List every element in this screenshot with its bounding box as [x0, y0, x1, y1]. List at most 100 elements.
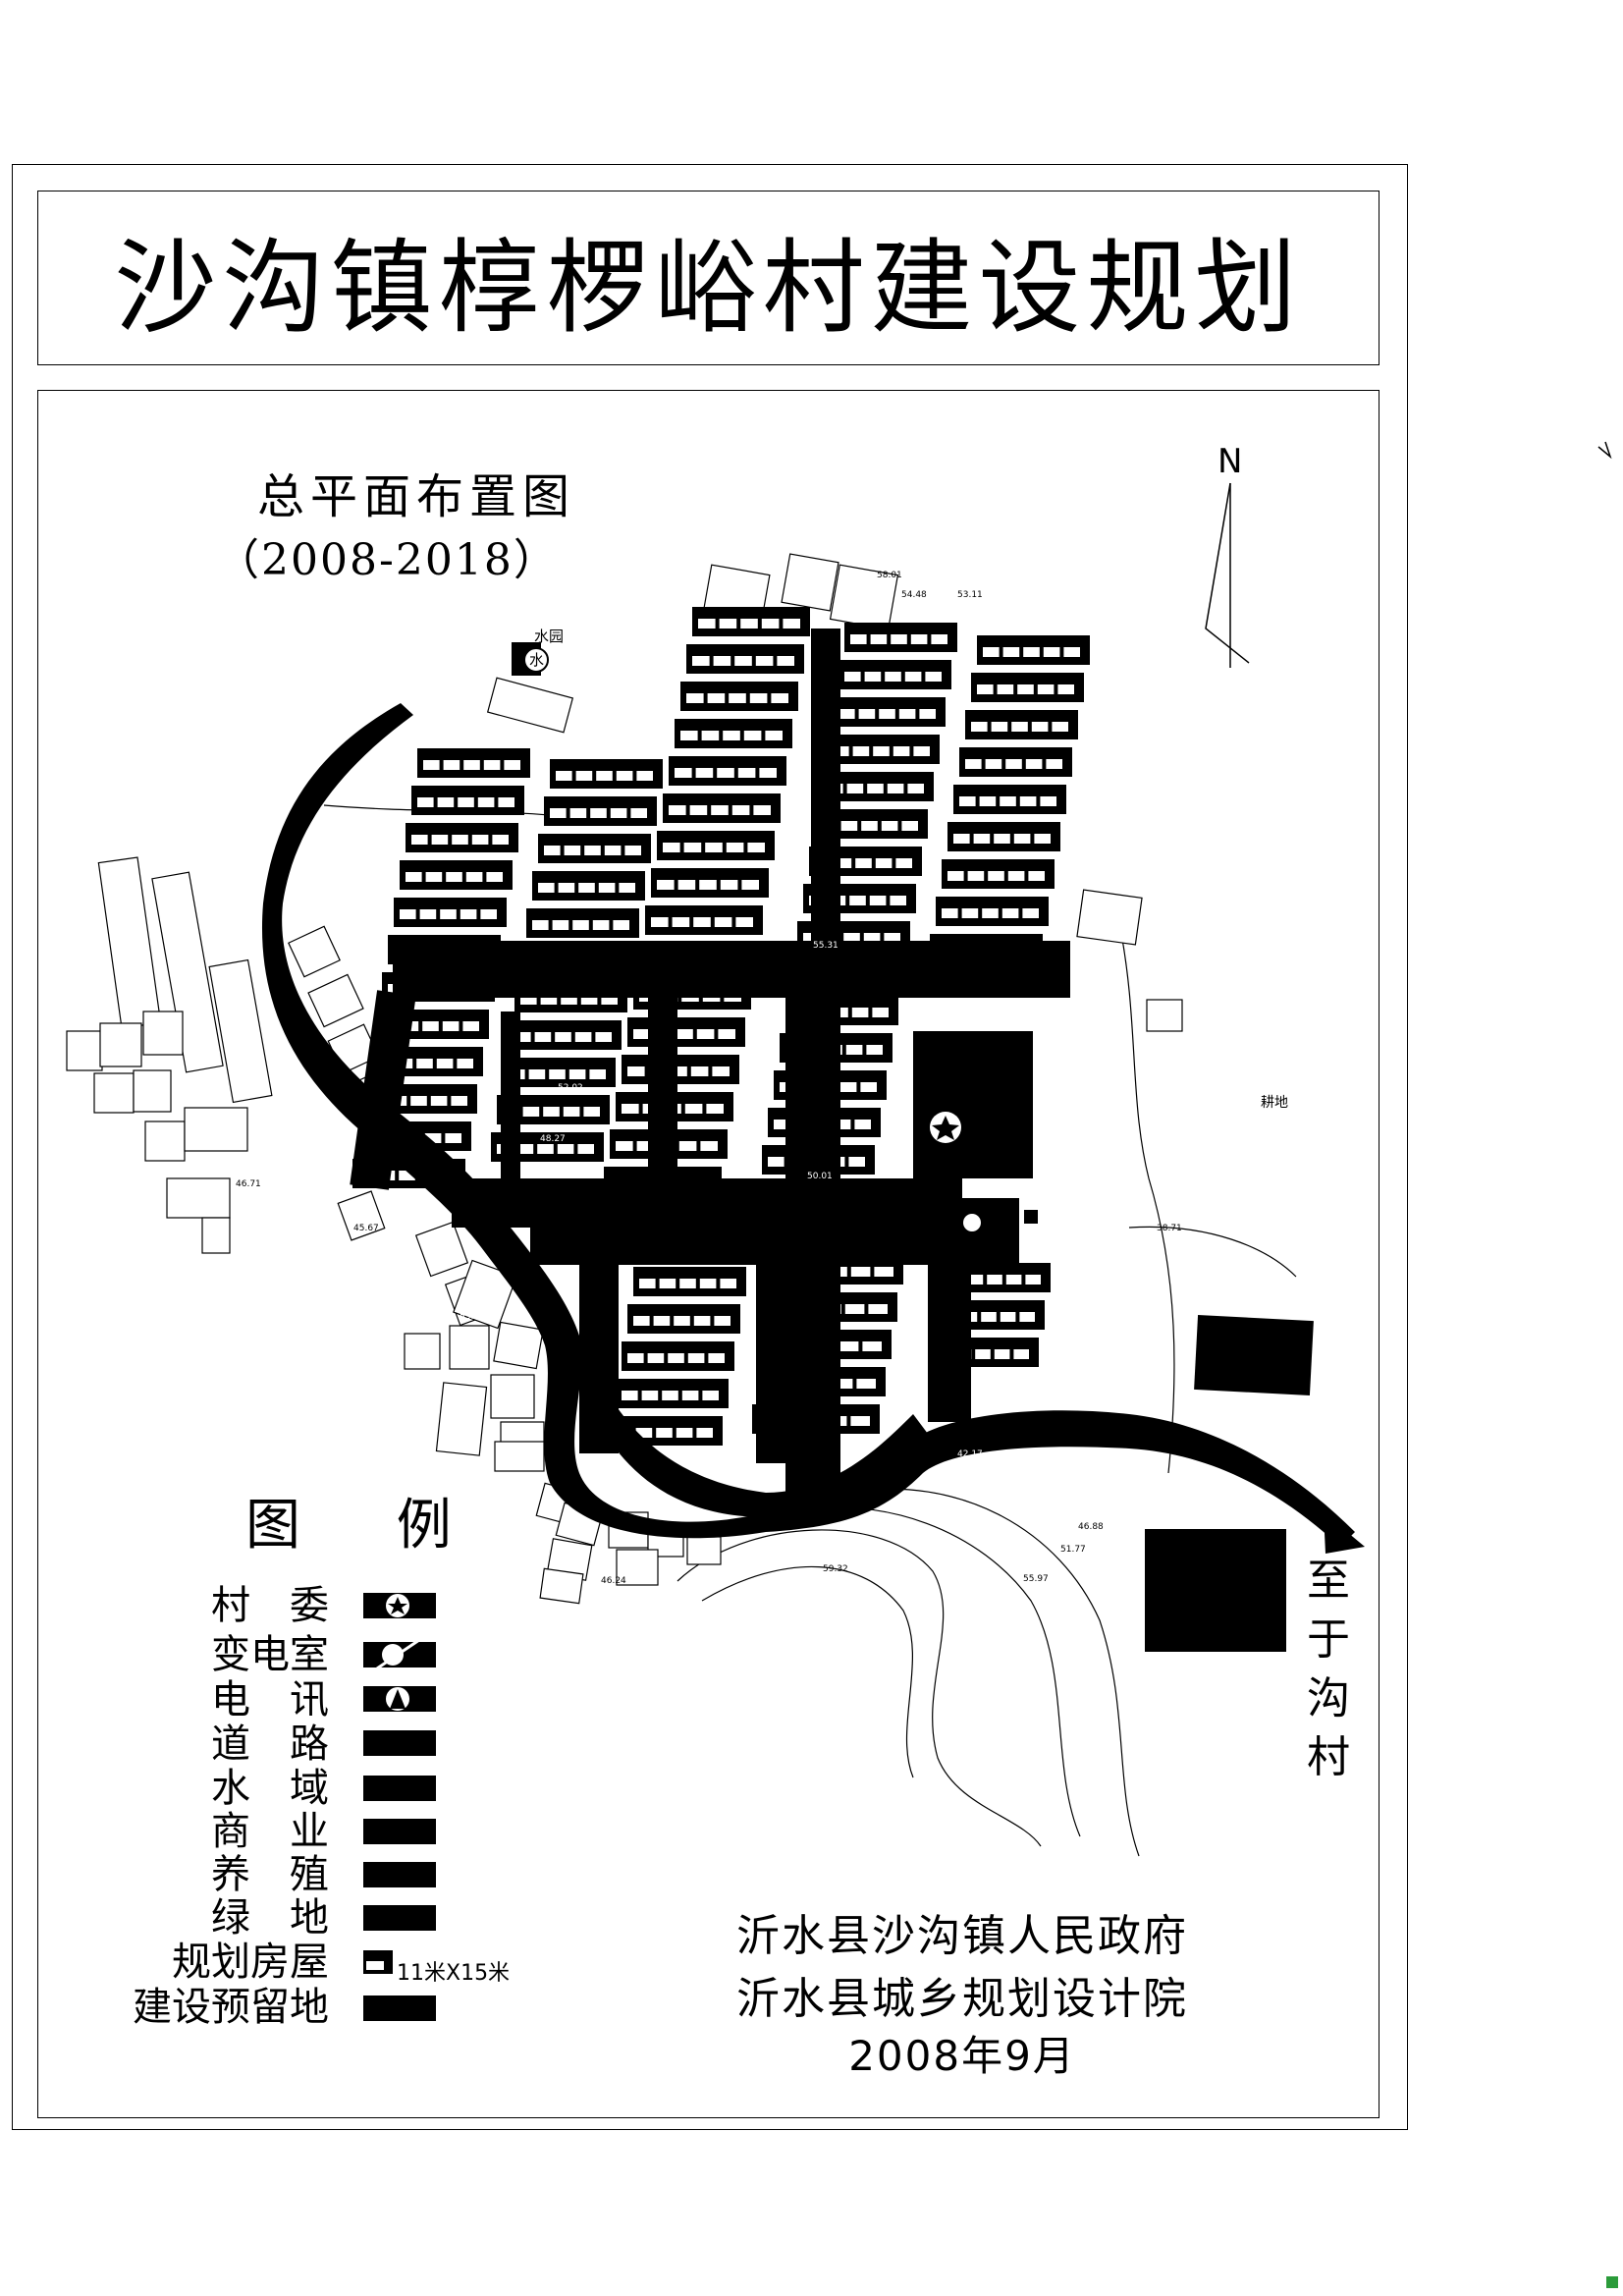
north-arrow-icon: [1205, 482, 1250, 668]
planned-house: [706, 1104, 724, 1114]
planned-house: [589, 1069, 606, 1079]
planned-house: [712, 1066, 730, 1076]
planned-house: [904, 672, 922, 682]
outer-frame: [12, 164, 1408, 2130]
road-network: [350, 629, 1070, 1493]
planned-house: [679, 1279, 696, 1288]
planned-house: [702, 1391, 719, 1400]
planned-house: [477, 797, 495, 807]
planned-house: [942, 908, 958, 918]
planned-house: [693, 1316, 711, 1326]
planned-house: [406, 872, 422, 882]
planned-house: [845, 1045, 863, 1055]
planned-house: [419, 909, 437, 919]
planned-house: [574, 1032, 592, 1042]
elevation-label: 53.11: [957, 590, 983, 600]
planned-house: [967, 1275, 984, 1285]
planned-house: [973, 834, 991, 844]
planned-house: [864, 672, 882, 682]
planned-house: [696, 1428, 713, 1438]
planned-house: [901, 821, 918, 831]
planned-house: [1031, 722, 1049, 732]
planned-house: [852, 746, 870, 756]
planned-house: [639, 1279, 656, 1288]
planned-house: [555, 1032, 571, 1042]
water-glyph: 水: [529, 651, 545, 669]
planned-house: [471, 835, 489, 845]
planned-house: [741, 880, 759, 890]
planned-house: [534, 1032, 552, 1042]
planned-house: [975, 1349, 991, 1359]
planned-house: [768, 1157, 784, 1167]
planned-house: [846, 784, 864, 793]
legend-symbols: [363, 1593, 436, 2021]
planned-house: [583, 1107, 600, 1117]
elevation-label: 58.01: [877, 571, 902, 580]
planned-house: [737, 768, 756, 778]
elevation-label: 46.88: [1078, 1522, 1104, 1532]
planned-house: [835, 858, 852, 868]
planned-house: [729, 693, 746, 703]
elevation-label: 48.27: [540, 1134, 566, 1144]
facilities: [512, 642, 1314, 1652]
destination-label: 至于沟村: [1307, 1556, 1350, 1782]
planned-house: [458, 797, 474, 807]
planned-house: [616, 1141, 633, 1151]
planned-house: [898, 709, 916, 719]
planned-house: [839, 1082, 857, 1092]
planned-house: [610, 808, 627, 818]
planned-house: [860, 1082, 877, 1092]
planned-house: [1000, 796, 1016, 806]
planned-house: [627, 1353, 644, 1363]
planned-house: [633, 1316, 650, 1326]
planned-house: [870, 634, 888, 644]
planned-house: [982, 908, 999, 918]
planned-house: [843, 933, 860, 943]
planned-house: [717, 768, 734, 778]
planned-house: [651, 917, 669, 927]
plan-name: 总平面布置图: [257, 469, 576, 524]
legend-item: 水 域: [98, 1769, 329, 1808]
planned-house: [436, 1059, 454, 1068]
legend-item: 绿 地: [98, 1898, 329, 1938]
planned-house: [540, 995, 558, 1005]
legend-item-label: 变电室: [211, 1632, 329, 1677]
planned-house: [561, 995, 577, 1005]
planned-house: [556, 771, 572, 781]
planned-house: [981, 1312, 997, 1322]
planned-house: [417, 797, 434, 807]
planned-house: [700, 1141, 718, 1151]
planned-house: [422, 1021, 439, 1031]
legend-item: 建设预留地: [98, 1988, 329, 2027]
planned-house: [668, 1353, 684, 1363]
planned-house: [532, 920, 549, 930]
field-label: 耕地: [1261, 1095, 1288, 1111]
planned-house: [663, 843, 680, 852]
legend-item: 规划房屋: [98, 1942, 329, 1982]
planned-house: [514, 1032, 531, 1042]
planned-house: [833, 746, 849, 756]
planned-house: [446, 872, 462, 882]
planned-house: [544, 846, 561, 855]
elevation-label: 42.17: [957, 1449, 983, 1459]
planned-house: [399, 1171, 415, 1180]
planned-house: [925, 672, 942, 682]
planned-house: [653, 1316, 671, 1326]
legend-item: 道 路: [98, 1724, 329, 1764]
planned-house: [1052, 722, 1068, 732]
planned-house: [616, 771, 633, 781]
planned-house: [659, 1279, 676, 1288]
planned-house: [755, 656, 774, 666]
planned-house: [457, 1059, 473, 1068]
elevation-label: 45.67: [353, 1224, 379, 1233]
planned-house: [683, 843, 702, 852]
planned-house: [684, 1104, 703, 1114]
planned-house: [676, 1428, 693, 1438]
planned-house: [1000, 1312, 1016, 1322]
planned-house: [572, 920, 589, 930]
planned-house: [522, 1107, 540, 1117]
elevation-label: 43.39: [1039, 1211, 1064, 1221]
planned-house: [590, 808, 607, 818]
planned-house: [445, 1133, 461, 1143]
planned-house: [848, 1157, 865, 1167]
